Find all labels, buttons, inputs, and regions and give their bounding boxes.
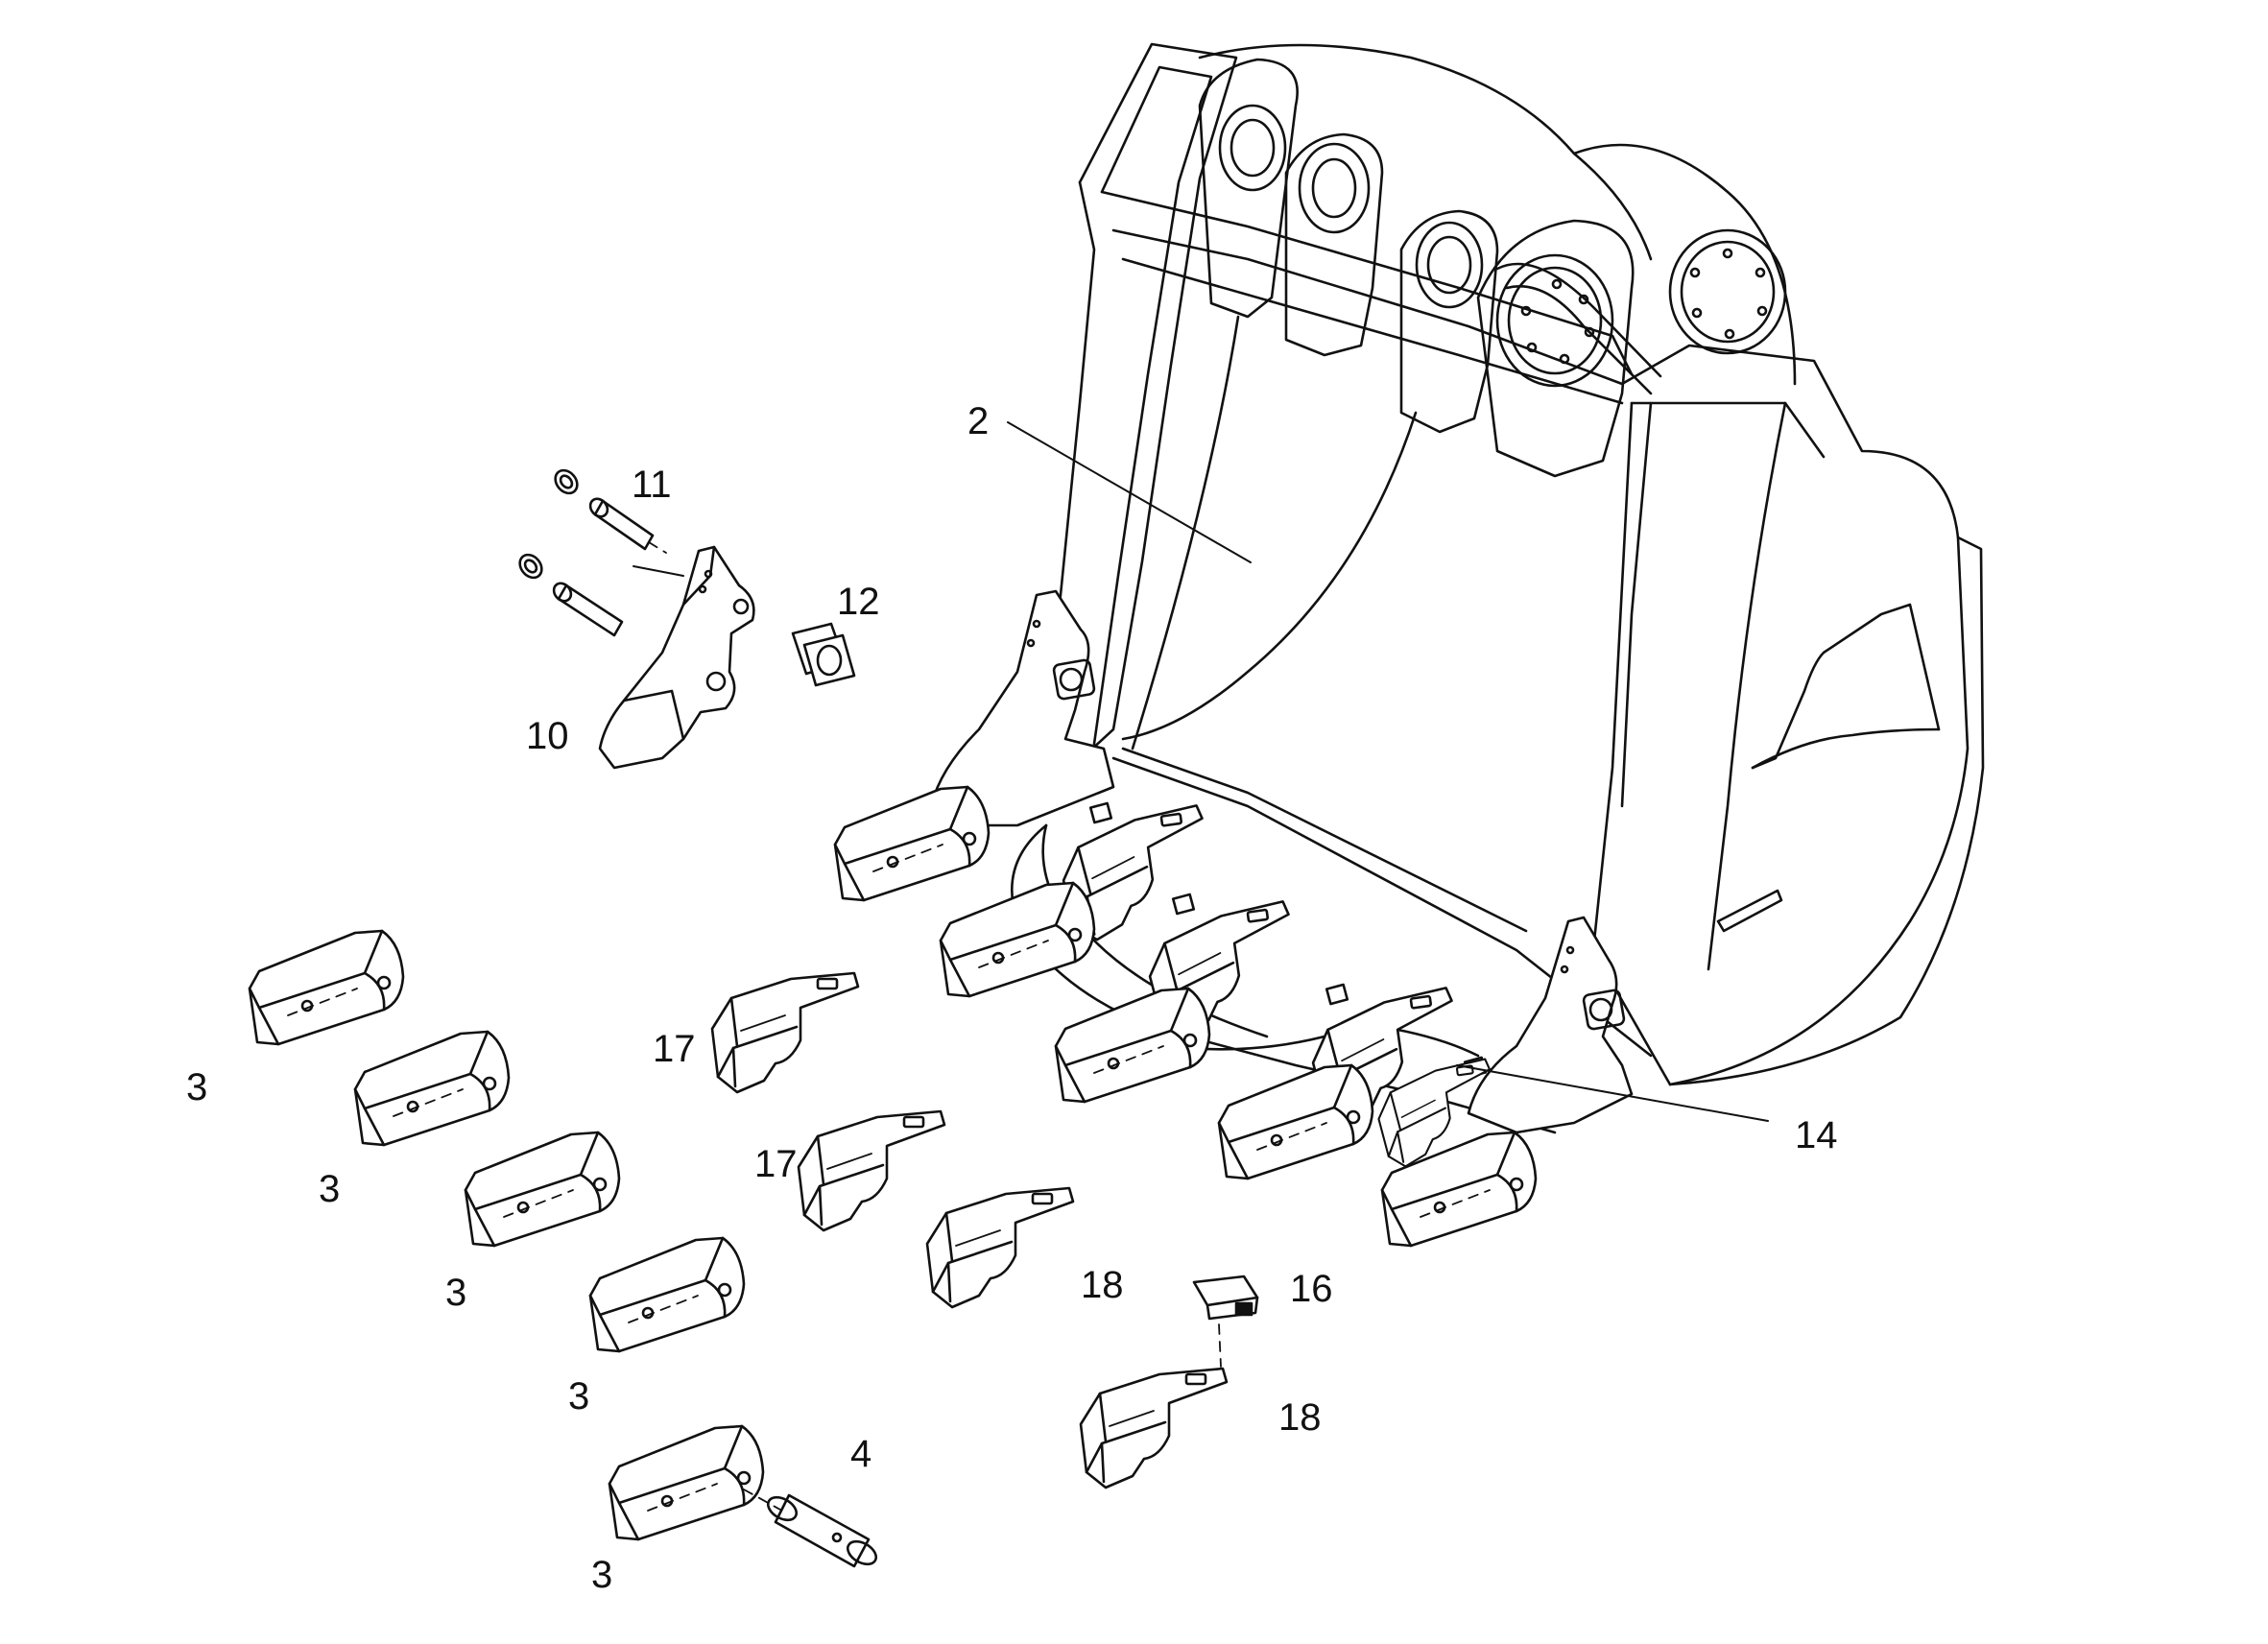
lock-16 xyxy=(1192,1275,1259,1368)
callout-12: 12 xyxy=(837,581,880,623)
callout-2: 2 xyxy=(967,400,989,442)
callout-17a: 17 xyxy=(653,1028,696,1070)
callout-3b: 3 xyxy=(319,1168,340,1210)
installed-tooth-1 xyxy=(833,785,991,902)
callout-11: 11 xyxy=(632,464,672,506)
spare-tooth-4 xyxy=(588,1236,746,1353)
clip-12 xyxy=(791,622,856,687)
adapter-18b xyxy=(1079,1367,1229,1489)
callout-3e: 3 xyxy=(591,1554,612,1596)
callout-17b: 17 xyxy=(754,1143,798,1185)
leader-2 xyxy=(1007,421,1252,563)
spare-tooth-5 xyxy=(608,1424,765,1541)
installed-tooth-2 xyxy=(939,881,1096,998)
installed-tooth-4 xyxy=(1217,1063,1374,1180)
callout-14: 14 xyxy=(1795,1114,1838,1156)
callout-3c: 3 xyxy=(445,1272,466,1314)
spare-tooth-3 xyxy=(464,1131,621,1248)
retainer-pin-11 xyxy=(518,468,684,637)
tooth-pin-4 xyxy=(743,1489,878,1568)
leader-14 xyxy=(1456,1064,1769,1122)
adapter-17b xyxy=(797,1109,946,1232)
callout-16: 16 xyxy=(1290,1268,1333,1310)
bucket-body xyxy=(1010,42,1985,1134)
callout-10: 10 xyxy=(526,715,569,757)
left-side-cutter xyxy=(929,589,1115,827)
installed-tooth-3 xyxy=(1054,987,1211,1104)
callout-18b: 18 xyxy=(1278,1396,1322,1439)
side-cutter-10 xyxy=(598,545,755,770)
adapter-18a xyxy=(925,1186,1075,1309)
callout-3a: 3 xyxy=(186,1066,207,1108)
callout-4: 4 xyxy=(850,1433,871,1475)
right-side-cutter xyxy=(1467,916,1634,1134)
callout-3d: 3 xyxy=(568,1375,589,1418)
spare-tooth-2 xyxy=(353,1030,511,1147)
callout-18a: 18 xyxy=(1081,1264,1124,1306)
adapter-17a xyxy=(710,971,860,1094)
spare-tooth-1 xyxy=(248,929,405,1046)
